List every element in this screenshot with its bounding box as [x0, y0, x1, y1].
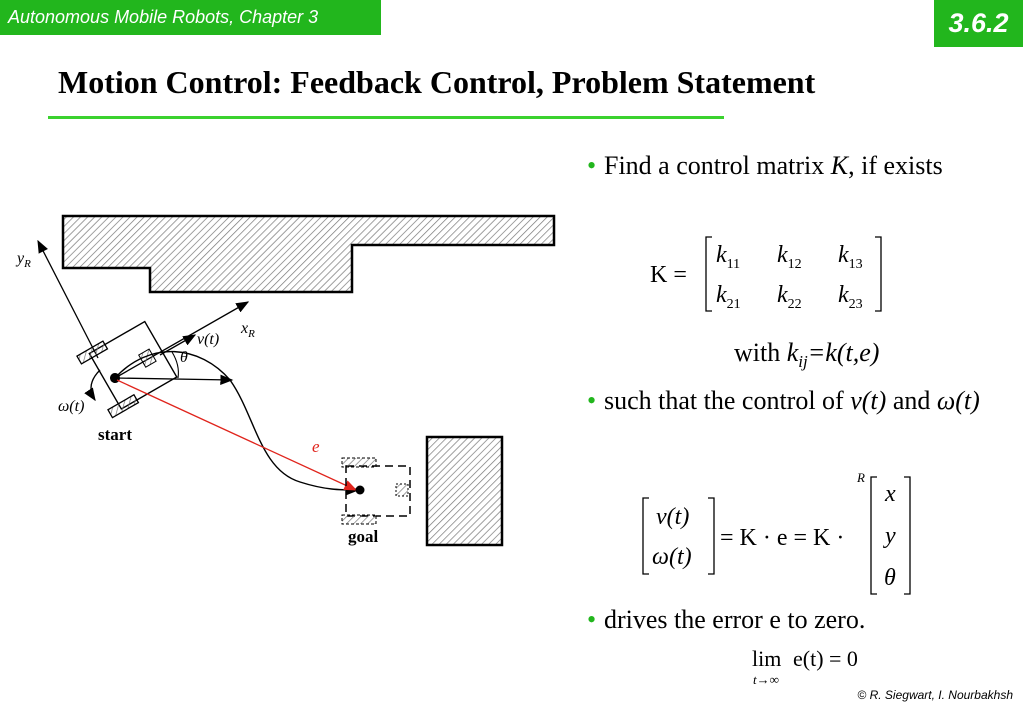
bullet-control: • such that the control of v(t) and ω(t)	[587, 383, 984, 419]
k-symbol: k	[786, 338, 799, 367]
bracket-left	[705, 236, 712, 312]
bullet-drive-error: • drives the error e to zero.	[587, 602, 984, 638]
bracket-left	[870, 476, 877, 595]
control-v: v(t)	[656, 504, 689, 530]
with-text: with	[734, 338, 787, 367]
bullet-dot: •	[587, 386, 597, 415]
page-title: Motion Control: Feedback Control, Proble…	[58, 64, 816, 100]
bullet-dot: •	[587, 605, 597, 634]
theta-arc	[171, 351, 179, 379]
k-subscript: ij	[798, 352, 808, 372]
y-axis-arrow	[37, 239, 99, 359]
control-omega: ω(t)	[652, 544, 692, 570]
y-axis-label: yR	[15, 250, 31, 270]
lim-subscript: t→∞	[753, 672, 779, 687]
obstacle-top	[61, 214, 556, 294]
robot-diagram: yR xR v(t) θ ω(t) start goal e	[15, 214, 556, 547]
slide-number: 3.6.2	[934, 0, 1023, 47]
goal-label: goal	[348, 527, 379, 546]
state-x: x	[884, 481, 896, 507]
bullet-text: and	[886, 386, 937, 415]
velocity-label: v(t)	[197, 331, 219, 348]
lim-expression: e(t) = 0	[793, 646, 858, 671]
bullet-text: such that the control of	[604, 386, 851, 415]
title-underline	[48, 116, 724, 119]
with-kij-line: with kij=k(t,e)	[734, 338, 879, 372]
bullet-dot: •	[587, 151, 597, 180]
x-axis-label: xR	[240, 320, 255, 340]
copyright: © R. Siegwart, I. Nourbakhsh	[857, 688, 1013, 702]
control-equation: v(t) ω(t) = K · e = K · R x y θ	[642, 470, 911, 595]
robot-start	[76, 320, 178, 419]
frame-superscript: R	[856, 470, 865, 485]
chapter-tag: Autonomous Mobile Robots, Chapter 3	[0, 0, 381, 35]
x-axis-arrow	[114, 301, 250, 379]
bullet-text: drives the error e to zero.	[604, 605, 866, 634]
bracket-left	[642, 497, 649, 575]
omega-label: ω(t)	[58, 398, 84, 415]
matrix-k-equation: K = k11 k12 k13 k21 k22 k23	[650, 236, 882, 314]
trajectory	[114, 350, 360, 496]
lim-word: lim	[752, 646, 781, 671]
robot-goal	[341, 457, 411, 525]
error-vector	[116, 379, 358, 491]
error-label: e	[312, 437, 320, 456]
matrix-row-2: k21 k22 k23	[716, 282, 863, 314]
limit-equation: lim t→∞ e(t) = 0	[752, 646, 858, 687]
start-label: start	[98, 425, 132, 444]
state-y: y	[883, 523, 896, 549]
bullet-find-matrix: • Find a control matrix K, if exists	[587, 148, 984, 184]
bracket-right	[708, 497, 715, 575]
bullet-text: Find a control matrix	[604, 151, 831, 180]
bracket-right	[875, 236, 882, 312]
bullet-emph: K	[830, 151, 849, 180]
bullet-emph: v(t)	[850, 386, 887, 415]
bullet-text: , if exists	[848, 151, 943, 180]
control-middle: = K · e = K ·	[720, 525, 844, 551]
bracket-right	[904, 476, 911, 595]
omega-arc	[84, 369, 101, 402]
state-theta: θ	[884, 565, 896, 591]
bullet-emph: ω(t)	[936, 386, 980, 415]
theta-label: θ	[180, 349, 188, 366]
matrix-lhs: K =	[650, 262, 687, 288]
matrix-row-1: k11 k12 k13	[716, 242, 863, 274]
obstacle-right	[425, 435, 504, 547]
k-definition: =k(t,e)	[807, 338, 880, 367]
